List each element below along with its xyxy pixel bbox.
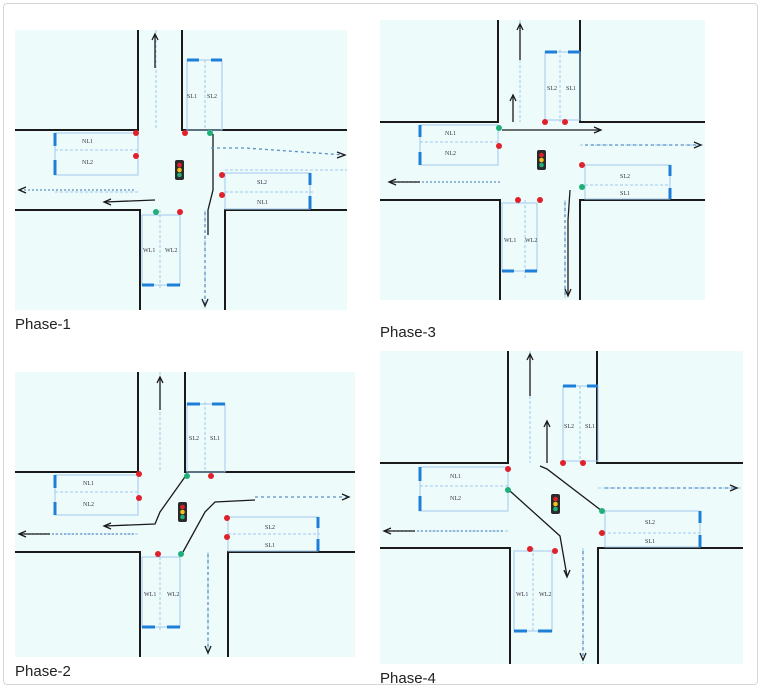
lane-label-north-1: SL1 [187,94,197,100]
lane-label-east-1: SL2 [265,525,275,531]
lane-label-south-2: WL2 [525,238,537,244]
lane-label-south-2: WL2 [167,592,179,598]
lane-label-south-1: WL1 [516,592,528,598]
lane-label-north-1: SL2 [564,424,574,430]
lane-label-south-1: WL1 [504,238,516,244]
phase-1-caption: Phase-1 [15,316,71,333]
phase-4-panel: NL1 NL2 SL2 SL1 SL2 SL1 WL1 WL2 [380,351,743,664]
phase-1-panel: NL1 NL2 SL2 NL1 SL1 SL2 WL1 WL2 [15,30,347,310]
lane-label-west-1: NL1 [445,131,456,137]
lane-label-west-1: NL1 [83,481,94,487]
lane-label-north-2: SL1 [585,424,595,430]
traffic-light-icon [178,502,187,522]
phase-2-caption: Phase-2 [15,663,71,680]
lane-label-west-2: NL2 [450,496,461,502]
phase-2-panel: NL1 NL2 SL2 SL1 SL2 SL1 WL1 WL2 [15,372,355,657]
lane-label-west-1: NL1 [82,139,93,145]
lane-label-south-2: WL2 [165,248,177,254]
phase-3-caption: Phase-3 [380,324,436,341]
phase-4-caption: Phase-4 [380,670,436,687]
lane-label-north-2: SL1 [210,436,220,442]
lane-label-east-2: SL1 [265,543,275,549]
lane-label-east-1: SL2 [257,180,267,186]
lane-label-north-2: SL2 [207,94,217,100]
lane-label-west-2: NL2 [83,502,94,508]
lane-label-north-2: SL1 [566,86,576,92]
lane-label-east-2: NL1 [257,200,268,206]
lane-label-east-1: SL2 [645,520,655,526]
traffic-light-icon [537,150,546,170]
lane-label-north-1: SL2 [547,86,557,92]
lane-label-south-1: WL1 [144,592,156,598]
lane-label-north-1: SL2 [189,436,199,442]
lane-label-west-2: NL2 [82,160,93,166]
lane-label-east-1: SL2 [620,174,630,180]
phase-3-panel: NL1 NL2 SL2 SL1 SL2 SL1 WL1 WL2 [380,20,705,300]
traffic-light-icon [175,160,184,180]
lane-label-east-2: SL1 [645,539,655,545]
lane-label-south-1: WL1 [143,248,155,254]
traffic-light-icon [551,494,560,514]
lane-label-west-1: NL1 [450,474,461,480]
lane-label-east-2: SL1 [620,191,630,197]
lane-label-west-2: NL2 [445,151,456,157]
lane-label-south-2: WL2 [539,592,551,598]
